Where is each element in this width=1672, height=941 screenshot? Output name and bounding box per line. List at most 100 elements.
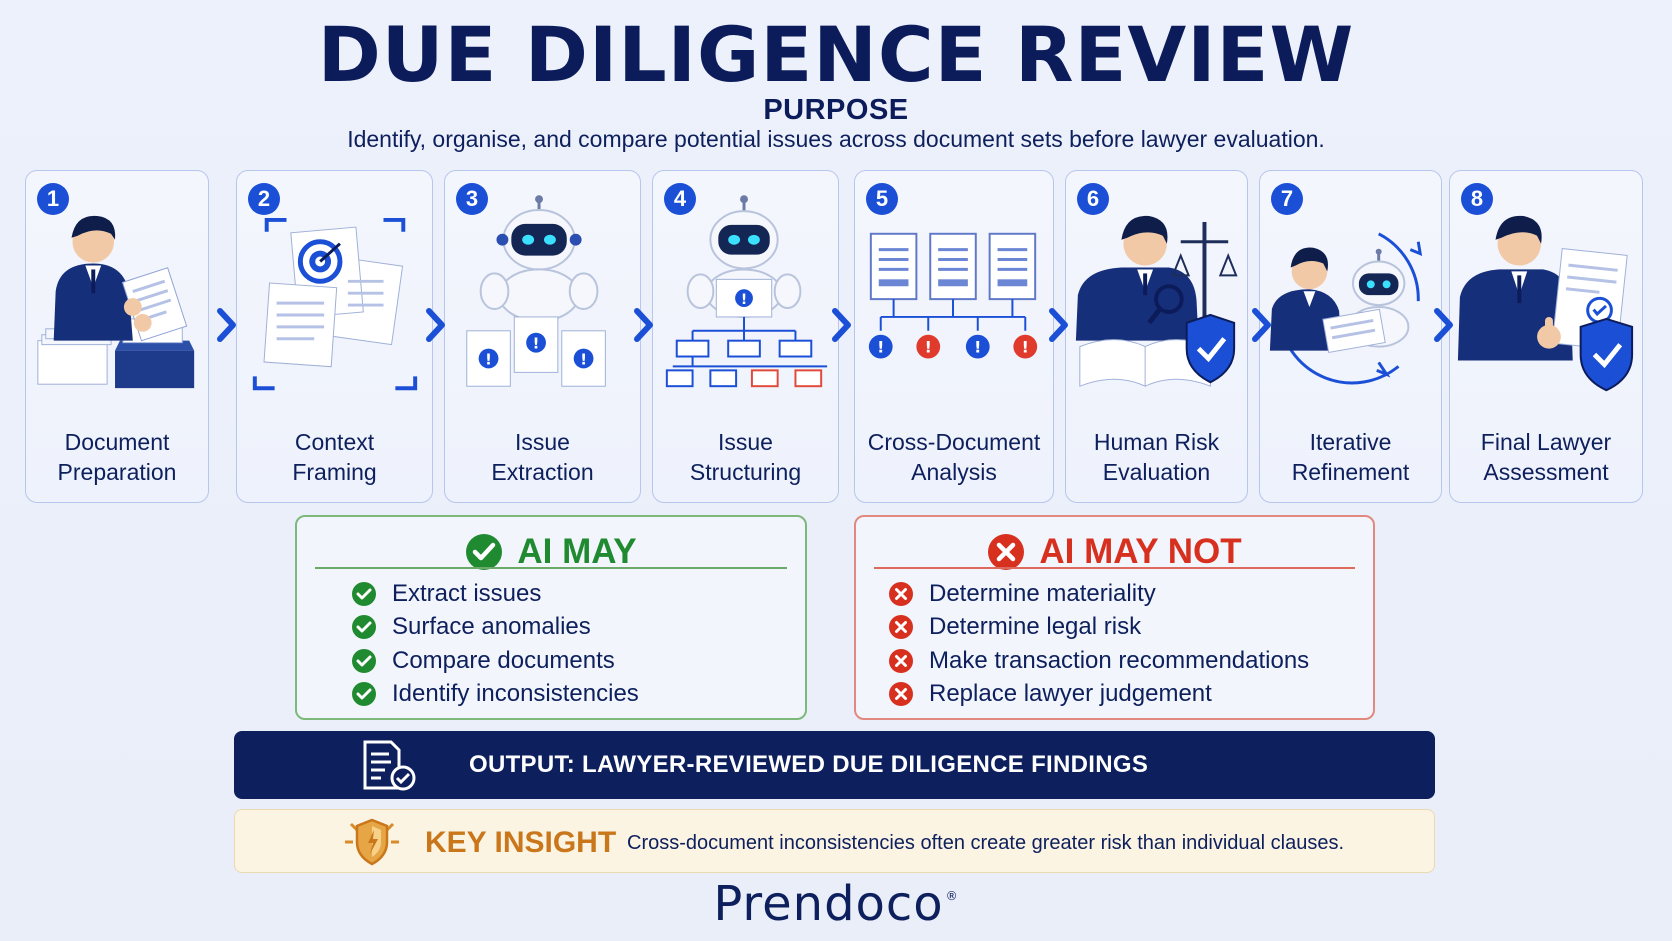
list-item: Compare documents — [352, 644, 639, 678]
list-item-text: Surface anomalies — [392, 613, 591, 641]
output-banner: OUTPUT: LAWYER-REVIEWED DUE DILIGENCE FI… — [234, 731, 1435, 799]
x-circle-icon — [889, 581, 913, 606]
list-item-text: Determine materiality — [929, 579, 1156, 607]
step-label-line: Iterative — [1309, 429, 1392, 455]
step-label: Issue Structuring — [653, 427, 838, 487]
step-number-badge: 4 — [664, 183, 696, 215]
step-label-line: Issue — [718, 429, 773, 455]
list-item: Make transaction recommendations — [889, 644, 1309, 678]
step-label-line: Analysis — [911, 459, 997, 485]
lawyer-and-robot-iteration-icon — [1269, 232, 1423, 385]
chevron-right-icon — [1434, 308, 1453, 342]
step-card-cross-document-analysis: 5 ! ! ! ! Cross-Document Analysis — [854, 170, 1054, 503]
chevron-right-icon — [217, 308, 236, 342]
list-item: Extract issues — [352, 577, 639, 611]
step-card-context-framing: 2 Context Framing — [236, 170, 433, 503]
robot-structuring-issues-icon: ! — [665, 195, 828, 388]
list-item: Determine materiality — [889, 577, 1309, 611]
step-card-document-preparation: 1 Document Preparation — [25, 170, 209, 503]
list-item-text: Identify inconsistencies — [392, 680, 639, 708]
step-number-badge: 2 — [248, 183, 280, 215]
step-card-issue-structuring: 4 ! Issue Structuring — [652, 170, 839, 503]
brand-logo: Prendoco® — [0, 876, 1672, 932]
step-card-issue-extraction: 3 ! ! ! Issue Extraction — [444, 170, 641, 503]
step-label: Human Risk Evaluation — [1066, 427, 1247, 487]
ai-may-heading: AI MAY — [297, 527, 805, 577]
step-label-line: Context — [294, 429, 375, 455]
step-label-line: Document — [64, 429, 170, 455]
step-number-badge: 6 — [1077, 183, 1109, 215]
step-label: Cross-Document Analysis — [855, 427, 1053, 487]
ai-may-not-title: AI MAY NOT — [1039, 532, 1242, 571]
svg-text:!: ! — [877, 338, 884, 357]
ai-may-panel: AI MAY Extract issues Surface anomalies … — [295, 515, 807, 720]
step-card-human-risk-evaluation: 6 Human Risk Evaluation — [1065, 170, 1248, 503]
step-label-line: Human Risk — [1093, 429, 1220, 455]
step-label-line: Evaluation — [1102, 459, 1211, 485]
ai-may-not-heading: AI MAY NOT — [856, 527, 1373, 577]
key-insight-title: KEY INSIGHT — [425, 826, 617, 859]
step-label: Context Framing — [237, 427, 432, 487]
step-label-line: Structuring — [689, 459, 802, 485]
check-circle-icon — [352, 581, 376, 606]
step-label-line: Refinement — [1291, 459, 1410, 485]
brand-name: Prendoco — [713, 876, 944, 932]
lawyer-with-scales-icon — [1075, 215, 1238, 387]
page-title: DUE DILIGENCE REVIEW — [317, 10, 1355, 99]
ai-may-not-panel: AI MAY NOT Determine materiality Determi… — [854, 515, 1375, 720]
svg-text:!: ! — [580, 351, 587, 368]
step-label: Document Preparation — [26, 427, 208, 487]
step-label: Issue Extraction — [445, 427, 640, 487]
key-insight-banner: KEY INSIGHT Cross-document inconsistenci… — [234, 809, 1435, 873]
svg-text:!: ! — [1022, 338, 1029, 357]
documents-with-target-icon — [252, 217, 418, 391]
purpose-text: Identify, organise, and compare potentia… — [347, 126, 1325, 152]
step-label-line: Preparation — [57, 459, 177, 485]
step-label: Iterative Refinement — [1260, 427, 1441, 487]
step-card-final-lawyer-assessment: 8 Final Lawyer Assessment — [1449, 170, 1643, 503]
output-text: OUTPUT: LAWYER-REVIEWED DUE DILIGENCE FI… — [469, 751, 1149, 778]
check-circle-icon — [466, 534, 503, 570]
document-check-icon — [363, 740, 416, 791]
step-label-line: Final Lawyer — [1480, 429, 1612, 455]
step-card-iterative-refinement: 7 Iterative Refinement — [1259, 170, 1442, 503]
cross-document-comparison-icon: ! ! ! ! — [868, 232, 1038, 359]
x-circle-icon — [889, 648, 913, 673]
check-circle-icon — [352, 615, 376, 640]
step-number-badge: 8 — [1461, 183, 1493, 215]
step-label: Final Lawyer Assessment — [1450, 427, 1642, 487]
x-circle-icon — [889, 615, 913, 640]
step-label-line: Assessment — [1483, 459, 1609, 485]
chevron-right-icon — [426, 308, 445, 342]
step-number-badge: 1 — [37, 183, 69, 215]
list-item-text: Extract issues — [392, 579, 542, 607]
svg-text:!: ! — [485, 351, 492, 368]
step-label-line: Issue — [515, 429, 570, 455]
step-label-line: Extraction — [491, 459, 594, 485]
list-item: Identify inconsistencies — [352, 678, 639, 712]
chevron-right-icon — [1252, 308, 1271, 342]
chevron-right-icon — [832, 308, 851, 342]
process-steps: 1 Document Preparation — [25, 170, 1643, 503]
chevron-right-icon — [1049, 308, 1068, 342]
step-label-line: Cross-Document — [867, 429, 1041, 455]
svg-text:!: ! — [974, 338, 981, 357]
list-item: Replace lawyer judgement — [889, 678, 1309, 712]
registered-mark: ® — [945, 889, 959, 903]
ai-may-title: AI MAY — [517, 532, 637, 571]
chevron-right-icon — [634, 308, 653, 342]
check-circle-icon — [352, 648, 376, 673]
svg-text:!: ! — [925, 338, 932, 357]
purpose-heading: PURPOSE — [763, 94, 909, 126]
x-circle-icon — [988, 534, 1025, 570]
list-item-text: Make transaction recommendations — [929, 646, 1310, 674]
list-item-text: Replace lawyer judgement — [929, 680, 1212, 708]
step-number-badge: 7 — [1271, 183, 1303, 215]
step-number-badge: 5 — [866, 183, 898, 215]
lawyer-reading-documents-icon — [37, 215, 195, 389]
ai-may-not-divider — [874, 567, 1355, 569]
list-item: Determine legal risk — [889, 611, 1309, 645]
step-number-badge: 3 — [456, 183, 488, 215]
list-item-text: Compare documents — [392, 646, 615, 674]
x-circle-icon — [889, 682, 913, 707]
